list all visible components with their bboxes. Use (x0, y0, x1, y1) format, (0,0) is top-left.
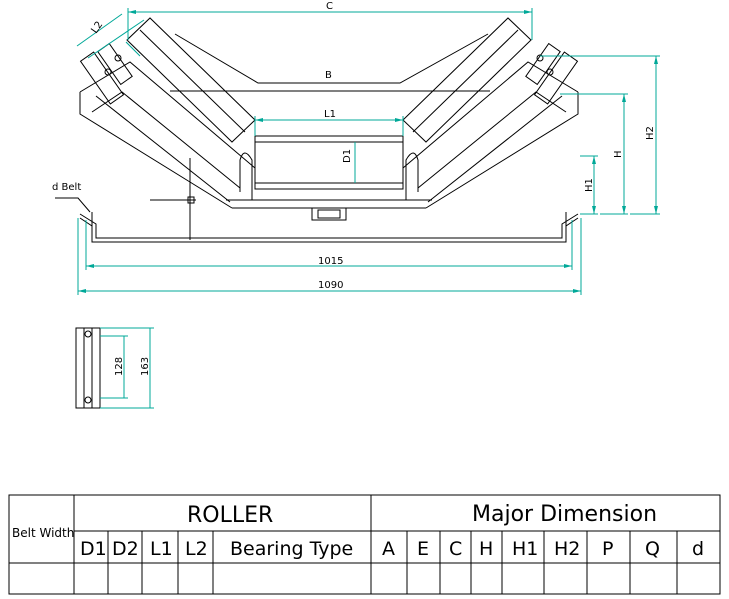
dim-label-l1: L1 (324, 109, 336, 120)
dim-value-1015: 1015 (318, 256, 343, 267)
table-col-bearing-type: Bearing Type (230, 538, 353, 560)
table-col-h: H (479, 538, 493, 560)
table-col-l1: L1 (150, 538, 173, 560)
spec-table (8, 494, 721, 595)
table-col-d: d (692, 538, 704, 560)
table-col-h1: H1 (512, 538, 538, 560)
left-frame-arm (79, 92, 233, 209)
table-col-h2: H2 (554, 538, 580, 560)
table-header-belt-width: Belt Width (12, 526, 74, 540)
idler-side-view (75, 327, 101, 409)
table-col-d1: D1 (80, 538, 107, 560)
table-header-major-dimension: Major Dimension (472, 502, 657, 527)
center-roller (254, 135, 404, 190)
dim-label-h: H (613, 150, 624, 158)
dim-value-1090: 1090 (318, 280, 343, 291)
table-header-roller: ROLLER (187, 503, 273, 528)
dim-value-163: 163 (140, 357, 151, 376)
table-col-p: P (602, 538, 613, 560)
idler-front-view (55, 17, 579, 243)
base-channel (79, 213, 579, 239)
table-col-d2: D2 (112, 538, 139, 560)
dim-label-d-belt: d Belt (52, 182, 81, 193)
dim-value-128: 128 (114, 357, 125, 376)
table-col-a: A (382, 538, 395, 560)
dim-label-h1: H1 (584, 178, 595, 192)
table-col-e: E (417, 538, 429, 560)
dim-label-c: C (326, 1, 333, 12)
table-col-q: Q (645, 538, 660, 560)
dim-label-h2: H2 (645, 126, 656, 140)
dim-label-d1: D1 (342, 149, 353, 163)
dim-label-b: B (325, 70, 332, 81)
table-col-l2: L2 (185, 538, 208, 560)
dim-label-l2: L2 (89, 20, 105, 36)
table-col-c: C (449, 538, 462, 560)
right-wing-roller (402, 17, 532, 143)
right-frame-arm (425, 92, 579, 209)
dimension-lines (76, 8, 660, 295)
